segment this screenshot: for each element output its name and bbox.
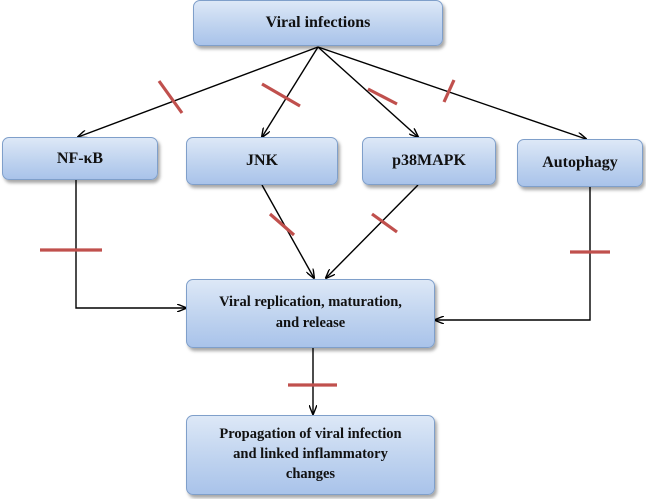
arrow-autophagy-to-replication [435, 187, 591, 320]
inhibition-mark-p38mapk [367, 87, 398, 106]
viral-replication-label-line2: and release [275, 315, 346, 331]
nfkb-box: NF-κB [2, 137, 158, 180]
arrow-p38mapk-to-replication [326, 184, 419, 278]
viral-replication-label-line1: Viral replication, maturation, [219, 294, 402, 311]
arrow-viral-to-nfkb [78, 46, 319, 137]
arrow-viral-to-p38mapk [317, 46, 418, 137]
autophagy-label: Autophagy [542, 154, 618, 172]
viral-infections-box: Viral infections [193, 0, 443, 46]
propagation-box: Propagation of viral infection and linke… [186, 415, 435, 495]
p38mapk-box: p38MAPK [362, 137, 496, 185]
autophagy-box: Autophagy [517, 139, 643, 187]
inhibition-mark-p38mapk-replication [371, 212, 398, 234]
inhibition-mark-jnk [261, 82, 301, 108]
propagation-label-line3: changes [285, 465, 336, 482]
inhibition-mark-autophagy [442, 79, 456, 103]
viral-infections-label: Viral infections [265, 14, 371, 32]
jnk-box: JNK [186, 137, 338, 185]
inhibition-mark-jnk-replication [268, 212, 296, 237]
propagation-label-line2: and linked inflammatory [233, 446, 388, 463]
arrow-viral-to-autophagy [317, 46, 586, 139]
propagation-label-line1: Propagation of viral infection [219, 426, 402, 443]
arrow-nfkb-to-replication [75, 180, 186, 308]
inhibition-mark-nfkb [157, 80, 184, 114]
p38mapk-label: p38MAPK [392, 152, 466, 170]
viral-replication-box: Viral replication, maturation, and relea… [186, 279, 435, 348]
arrow-viral-to-jnk [262, 46, 319, 137]
nfkb-label: NF-κB [56, 149, 104, 167]
jnk-label: JNK [246, 152, 278, 170]
